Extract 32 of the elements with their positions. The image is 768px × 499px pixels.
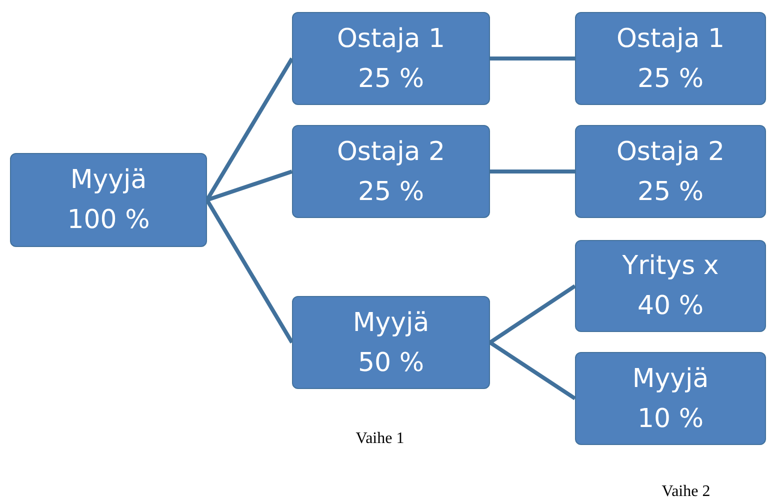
connector-line: [490, 170, 575, 174]
process-box: [575, 125, 766, 218]
node-text: 100 %: [67, 205, 150, 235]
process-box: [10, 153, 207, 247]
node-text: 40 %: [637, 291, 704, 321]
process-box: [575, 240, 766, 332]
node-text: 25 %: [358, 176, 424, 206]
node-text: 10 %: [637, 404, 704, 434]
connector-line: [488, 284, 576, 344]
process-box: [575, 12, 766, 105]
node-text: 50 %: [358, 348, 424, 378]
node-text: 25 %: [358, 64, 424, 94]
node-text: 25 %: [637, 64, 704, 94]
process-box: [575, 352, 766, 445]
node-text: Ostaja 2: [336, 136, 446, 166]
node-text: 25 %: [637, 176, 704, 206]
stage-label: Vaihe 2: [660, 482, 712, 499]
connector-line: [490, 56, 575, 60]
node-text: Myyjä: [70, 165, 147, 195]
stage-label: Vaihe 1: [354, 429, 406, 449]
node-text: Myyjä: [352, 308, 430, 338]
node-text: Yritys x: [622, 251, 719, 281]
connector-line: [488, 340, 576, 400]
connector-line: [205, 198, 294, 344]
node-text: Ostaja 1: [336, 24, 446, 54]
process-box: [292, 12, 490, 105]
node-text: Ostaja 2: [616, 136, 725, 166]
process-box: [292, 296, 490, 389]
connector-line: [206, 170, 293, 202]
process-box: [292, 125, 490, 218]
node-text: Ostaja 1: [616, 24, 725, 54]
node-text: Myyjä: [632, 364, 709, 394]
